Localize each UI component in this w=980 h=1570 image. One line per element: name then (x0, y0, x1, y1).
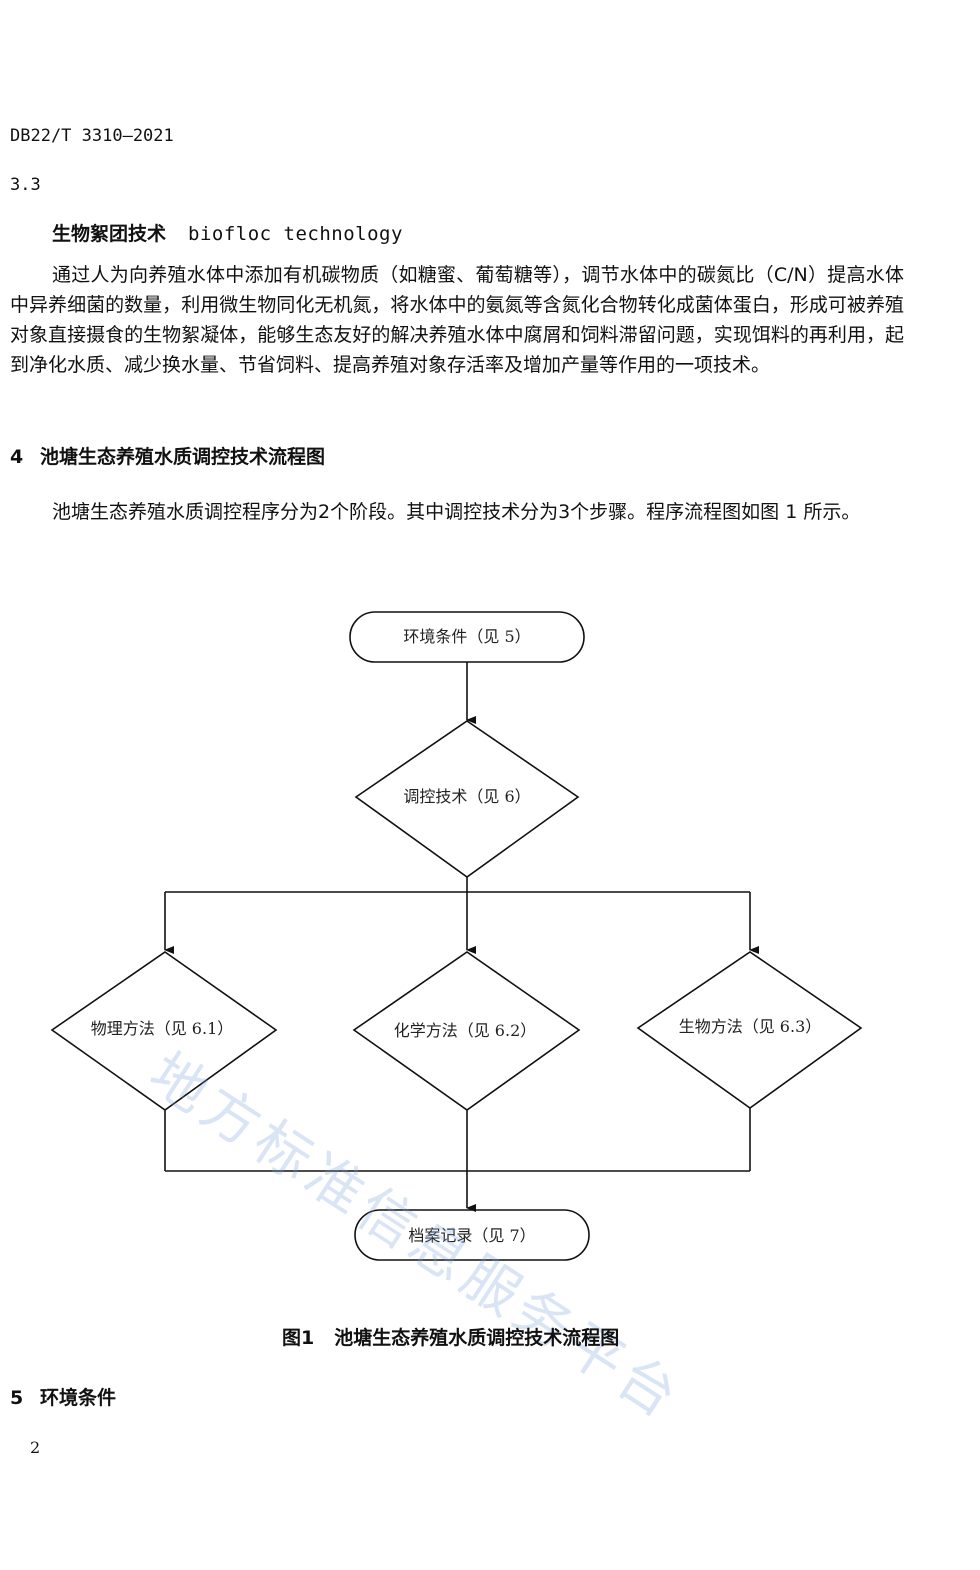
section-5-number: 5 (10, 1387, 24, 1409)
section-5-heading: 5 环境条件 (10, 1383, 116, 1410)
term-definition: 通过人为向养殖水体中添加有机碳物质（如糖蜜、葡萄糖等），调节水体中的碳氮比（C/… (10, 264, 904, 376)
end-node-label: 档案记录（见 7） (408, 1226, 535, 1245)
branch-node-1-label: 物理方法（见 6.1） (91, 1019, 234, 1038)
figure-title: 池塘生态养殖水质调控技术流程图 (334, 1327, 620, 1349)
section-4-number: 4 (10, 446, 24, 468)
figure-caption: 图1 池塘生态养殖水质调控技术流程图 (282, 1323, 619, 1350)
branch-node-3-label: 生物方法（见 6.3） (679, 1017, 822, 1036)
term-zh: 生物絮团技术 (52, 223, 167, 245)
decision-node-label: 调控技术（见 6） (403, 787, 530, 806)
section-4-intro: 池塘生态养殖水质调控程序分为2个阶段。其中调控技术分为3个步骤。程序流程图如图 … (52, 501, 861, 523)
figure-number: 图1 (282, 1327, 315, 1349)
term-en: biofloc technology (188, 223, 403, 245)
standard-code: DB22/T 3310—2021 (10, 126, 174, 146)
clause-number: 3.3 (10, 175, 41, 195)
section-4-title: 池塘生态养殖水质调控技术流程图 (40, 446, 326, 468)
term-title: 生物絮团技术 biofloc technology (52, 219, 403, 246)
start-node-label: 环境条件（见 5） (403, 627, 530, 646)
end-node (354, 1209, 590, 1261)
flowchart: 环境条件（见 5） 调控技术（见 6） 物理方法（见 6.1） 化学方法（见 6… (50, 611, 863, 1261)
branch-node-2-label: 化学方法（见 6.2） (394, 1021, 537, 1040)
section-4-heading: 4 池塘生态养殖水质调控技术流程图 (10, 442, 325, 469)
section-5-title: 环境条件 (40, 1387, 117, 1409)
page-number: 2 (30, 1438, 41, 1457)
